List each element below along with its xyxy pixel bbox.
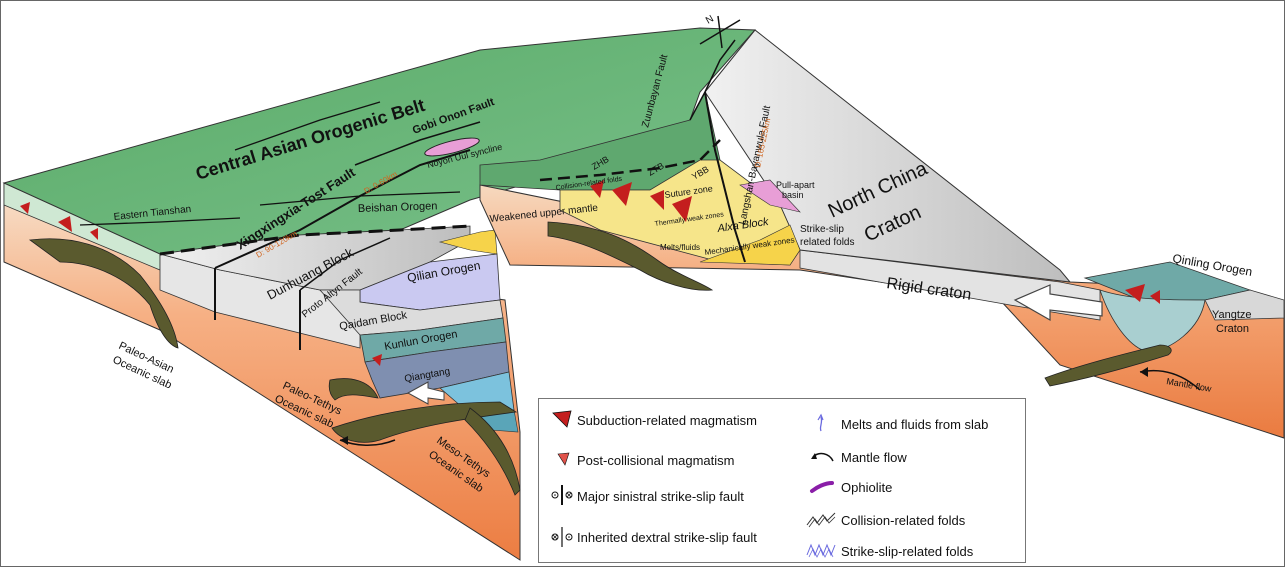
paleo-tethys-slab xyxy=(328,378,379,401)
magma-right-1 xyxy=(590,180,604,198)
legend-ophiolite: Ophiolite xyxy=(841,480,893,495)
strike-slip-folds-icon xyxy=(806,543,836,558)
magma-qinling-1 xyxy=(1125,284,1145,302)
legend-post-collisional: Post-collisional magmatism xyxy=(577,453,735,468)
alxa-face xyxy=(699,224,801,266)
qinling-body xyxy=(1099,289,1206,353)
magma-right-3 xyxy=(650,190,664,210)
legend-subduction: Subduction-related magmatism xyxy=(577,413,757,428)
label-north: N xyxy=(704,13,716,26)
label-yangtze-1: Yangtze xyxy=(1212,309,1252,321)
label-melts: Melts/fluids xyxy=(660,243,700,252)
paleo-asian-slab xyxy=(28,238,179,349)
ophiolite-icon xyxy=(810,481,834,493)
zuunbayan-line xyxy=(689,39,736,121)
mantle-flow-arrowhead-left xyxy=(340,436,348,445)
meso-tethys-slab-tail xyxy=(464,407,521,496)
noyon-ophiolite xyxy=(424,137,480,157)
dextral-fault-icon xyxy=(551,527,573,547)
magma-kunlun xyxy=(372,354,382,366)
legend-sinistral: Major sinistral strike-slip fault xyxy=(577,489,744,504)
legend-dextral: Inherited dextral strike-slip fault xyxy=(577,530,757,545)
alxa-slab xyxy=(547,221,714,291)
fault-line-1 xyxy=(234,101,381,151)
label-pull-apart-1: Pull-apart xyxy=(776,180,815,190)
qinling-slab xyxy=(1044,344,1172,387)
gobi-onon-line xyxy=(354,121,481,166)
dashed-boundary-left xyxy=(159,224,471,256)
alxa-wedge-left xyxy=(438,229,498,255)
langshan-line xyxy=(704,91,746,263)
yangtze-top xyxy=(1204,289,1285,321)
craton-motion-arrow xyxy=(1013,284,1103,322)
post-collisional-magmatism-icon xyxy=(557,452,570,466)
label-yangtze-2: Craton xyxy=(1216,323,1249,335)
subduction-magmatism-icon xyxy=(552,410,572,428)
label-pull-apart-2: basin xyxy=(782,190,804,200)
tethys-motion-arrow xyxy=(406,381,445,405)
pull-apart-basin xyxy=(739,179,801,213)
magma-right-4 xyxy=(672,196,692,222)
fault-line-2 xyxy=(79,217,241,226)
magma-left-3 xyxy=(90,228,98,240)
dashed-boundary-right xyxy=(539,139,721,182)
collision-folds-icon xyxy=(806,512,836,528)
sinistral-fault-icon xyxy=(551,485,573,505)
north-arrow-icon xyxy=(699,15,741,49)
legend-collision-folds: Collision-related folds xyxy=(841,513,966,528)
legend-panel: Subduction-related magmatism Post-collis… xyxy=(538,398,1026,563)
legend-mantle-flow: Mantle flow xyxy=(841,450,907,465)
beishan-line xyxy=(259,191,461,206)
label-ss-folds-1: Strike-slip xyxy=(800,224,844,235)
label-ss-folds-2: related folds xyxy=(800,237,854,248)
magma-qinling-2 xyxy=(1150,290,1160,304)
magma-right-2 xyxy=(612,182,632,206)
label-beishan: Beishan Orogen xyxy=(358,200,438,215)
legend-ss-folds: Strike-slip-related folds xyxy=(841,544,974,559)
melts-fluids-icon xyxy=(817,413,824,432)
magma-left-1 xyxy=(20,202,30,214)
mantle-flow-icon xyxy=(811,452,834,462)
proto-altyn-line xyxy=(299,237,391,291)
magma-left-2 xyxy=(58,216,72,232)
legend-melts: Melts and fluids from slab xyxy=(841,417,989,432)
mantle-flow-arrowhead-right xyxy=(1140,367,1148,377)
